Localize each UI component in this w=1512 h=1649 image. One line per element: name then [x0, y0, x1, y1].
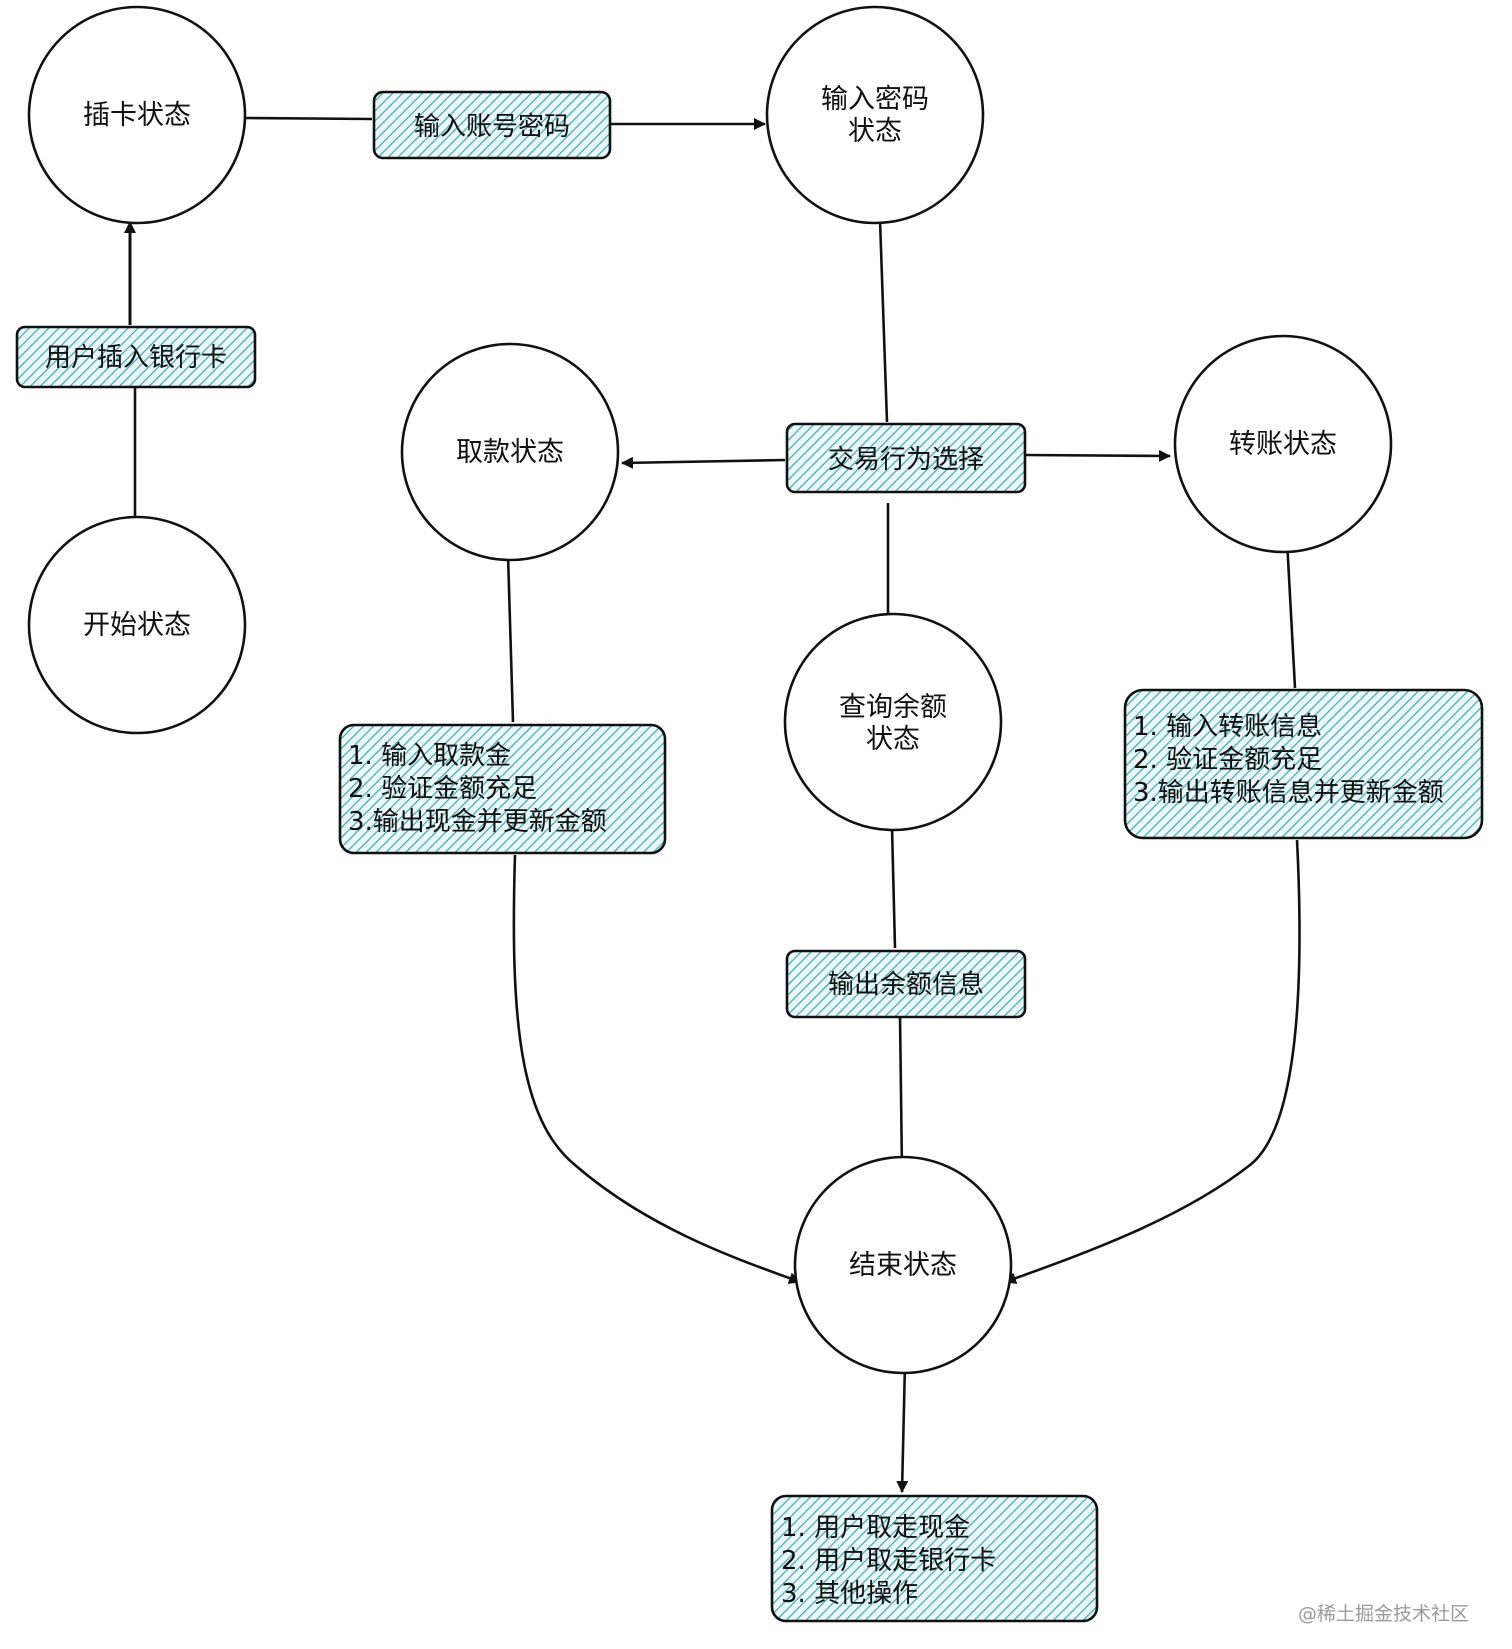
end-step-2: 2. 用户取走银行卡 [781, 1546, 996, 1576]
edge-transfer-to-steps [1285, 539, 1297, 689]
label-user-insert-card-text: 用户插入银行卡 [45, 343, 227, 373]
transfer-step-1: 1. 输入转账信息 [1133, 712, 1322, 742]
label-user-insert-card: 用户插入银行卡 [15, 325, 257, 389]
transfer-step-2: 2. 验证金额充足 [1133, 745, 1322, 775]
label-output-balance-text: 输出余额信息 [828, 970, 984, 1000]
label-end-steps: 1. 用户取走现金 2. 用户取走银行卡 3. 其他操作 [770, 1494, 1099, 1623]
label-transaction-choice: 交易行为选择 [785, 422, 1027, 494]
edges [124, 116, 1301, 1493]
state-start: 开始状态 [27, 515, 247, 735]
state-insert-card-label: 插卡状态 [83, 100, 191, 131]
state-end: 结束状态 [793, 1155, 1013, 1375]
state-input-password: 输入密码 状态 [765, 5, 985, 225]
state-transfer-label: 转账状态 [1229, 429, 1337, 460]
transfer-step-3: 3.输出转账信息并更新金额 [1133, 778, 1444, 808]
state-withdraw-label: 取款状态 [456, 437, 564, 468]
state-input-password-label-line1: 输入密码 [821, 84, 929, 115]
label-transfer-steps: 1. 输入转账信息 2. 验证金额充足 3.输出转账信息并更新金额 [1123, 688, 1484, 840]
edge-password-to-choice [878, 219, 889, 423]
state-query-balance-label-line1: 查询余额 [839, 692, 947, 723]
state-input-password-label-line2: 状态 [848, 116, 902, 147]
state-start-label: 开始状态 [83, 610, 191, 641]
states: 开始状态 插卡状态 输入密码 状态 取款状态 转账状态 查询余额 状态 结束状态 [27, 5, 1393, 1375]
withdraw-step-2: 2. 验证金额充足 [348, 774, 537, 804]
state-query-balance: 查询余额 状态 [783, 612, 1003, 832]
labels: 用户插入银行卡 输入账号密码 交易行为选择 输出余额信息 1. 输入取款金 2.… [15, 90, 1484, 1623]
withdraw-step-3: 3.输出现金并更新金额 [348, 807, 607, 837]
state-end-label: 结束状态 [849, 1250, 957, 1281]
label-output-balance: 输出余额信息 [785, 949, 1027, 1019]
state-insert-card: 插卡状态 [27, 5, 247, 225]
edge-end-to-steps [896, 1362, 909, 1493]
label-input-account-password-text: 输入账号密码 [414, 112, 570, 142]
edge-card-to-label [241, 116, 373, 121]
label-withdraw-steps: 1. 输入取款金 2. 验证金额充足 3.输出现金并更新金额 [338, 723, 667, 855]
edge-query-to-output [890, 826, 897, 949]
edge-transfer-steps-to-end [1004, 839, 1301, 1284]
label-transaction-choice-text: 交易行为选择 [828, 445, 984, 475]
edge-choice-to-withdraw [621, 456, 786, 469]
watermark: @稀土掘金技术社区 [1298, 1603, 1469, 1625]
edge-choice-to-transfer [1023, 449, 1171, 462]
edge-output-to-end [895, 1014, 908, 1173]
state-withdraw: 取款状态 [400, 342, 620, 562]
state-query-balance-label-line2: 状态 [866, 724, 920, 755]
end-step-1: 1. 用户取走现金 [781, 1513, 970, 1543]
withdraw-step-1: 1. 输入取款金 [348, 741, 511, 771]
state-transfer: 转账状态 [1173, 334, 1393, 554]
label-input-account-password: 输入账号密码 [372, 90, 612, 160]
edge-withdraw-steps-to-end [512, 854, 801, 1284]
end-step-3: 3. 其他操作 [781, 1579, 918, 1609]
edge-withdraw-to-steps [506, 554, 515, 723]
